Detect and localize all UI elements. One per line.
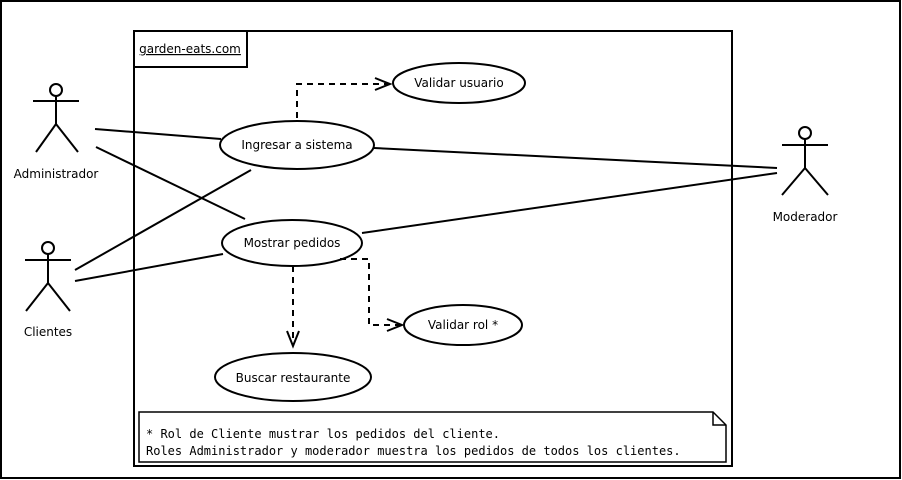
arrowhead-validar-usuario (374, 77, 393, 91)
use-case-label: Validar rol * (428, 318, 498, 332)
system-boundary (133, 30, 733, 467)
stick-figure-icon (33, 83, 79, 153)
arrowhead-buscar (286, 330, 300, 349)
stick-figure-icon (781, 126, 829, 196)
note-shape (138, 411, 727, 463)
assoc-moderador-mostrar (361, 172, 778, 234)
note: * Rol de Cliente mustrar los pedidos del… (138, 411, 727, 463)
system-name: garden-eats.com (139, 42, 241, 56)
use-case-buscar-restaurante: Buscar restaurante (214, 352, 372, 402)
use-case-validar-rol: Validar rol * (403, 304, 523, 346)
note-folded-corner (712, 412, 726, 426)
dep-ingresar-validar-usuario (296, 83, 390, 118)
assoc-admin-ingresar (94, 128, 222, 140)
actor-label: Moderador (773, 210, 838, 224)
dep-mostrar-validar-rol (340, 258, 402, 326)
actor-administrador: Administrador (14, 83, 99, 181)
use-case-label: Ingresar a sistema (241, 138, 352, 152)
stick-figure-icon (25, 241, 71, 312)
use-case-label: Validar usuario (414, 76, 503, 90)
system-label-box (133, 30, 248, 68)
associations (74, 128, 778, 282)
arrowhead-validar-rol (386, 318, 405, 332)
actor-label: Administrador (14, 167, 99, 181)
assoc-clientes-mostrar (74, 253, 224, 282)
use-case-label: Mostrar pedidos (244, 236, 341, 250)
assoc-clientes-ingresar (74, 169, 252, 271)
note-line-1: * Rol de Cliente mustrar los pedidos del… (146, 427, 500, 441)
note-line-2: Roles Administrador y moderador muestra … (146, 444, 681, 458)
actor-moderador: Moderador (773, 126, 838, 224)
dependencies (286, 77, 405, 349)
use-case-ingresar-sistema: Ingresar a sistema (219, 120, 375, 170)
assoc-moderador-ingresar (373, 147, 778, 169)
actor-label: Clientes (24, 325, 72, 339)
use-case-validar-usuario: Validar usuario (392, 62, 526, 104)
use-case-mostrar-pedidos: Mostrar pedidos (221, 219, 363, 267)
use-case-label: Buscar restaurante (236, 371, 351, 385)
assoc-admin-mostrar (95, 146, 246, 220)
actor-clientes: Clientes (24, 241, 72, 339)
